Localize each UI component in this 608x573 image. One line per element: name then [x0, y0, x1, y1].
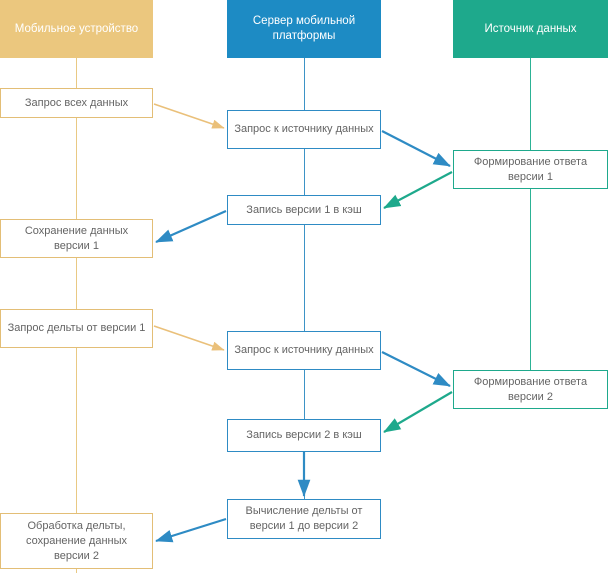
lifeline-source	[530, 58, 531, 409]
node-query-source-v1[interactable]: Запрос к источнику данных	[227, 110, 381, 149]
node-cache-write-v2[interactable]: Запись версии 2 в кэш	[227, 419, 381, 452]
edge-query-source-v1	[381, 130, 451, 167]
node-query-source-v2[interactable]: Запрос к источнику данных	[227, 331, 381, 370]
edge-request-all-data	[153, 103, 225, 129]
lane-header-mobile-label: Мобильное устройство	[14, 22, 139, 35]
lane-header-source: Источник данных	[453, 0, 608, 58]
lane-header-server-label: Сервер мобильной платформы	[252, 15, 356, 42]
node-compute-delta[interactable]: Вычисление дельты от версии 1 до версии …	[227, 499, 381, 539]
edge-cache-v1-to-device	[155, 209, 227, 244]
node-cache-write-v1[interactable]: Запись версии 1 в кэш	[227, 195, 381, 225]
edge-response-v1	[383, 171, 453, 209]
edge-response-v2	[383, 391, 453, 433]
node-label: Формирование ответа версии 2	[473, 375, 588, 403]
edge-query-source-v2	[381, 351, 451, 387]
node-save-data-v1[interactable]: Сохранение данных версии 1	[0, 219, 153, 258]
node-request-delta-from-v1[interactable]: Запрос дельты от версии 1	[0, 309, 153, 348]
lane-header-server: Сервер мобильной платформы	[227, 0, 381, 58]
node-label: Обработка дельты, сохранение данных верс…	[25, 519, 128, 562]
lane-header-source-label: Источник данных	[484, 22, 577, 35]
node-label: Сохранение данных версии 1	[24, 224, 129, 252]
node-build-response-v2[interactable]: Формирование ответа версии 2	[453, 370, 608, 409]
node-build-response-v1[interactable]: Формирование ответа версии 1	[453, 150, 608, 189]
node-process-delta-save-v2[interactable]: Обработка дельты, сохранение данных верс…	[0, 513, 153, 569]
node-label: Запрос к источнику данных	[234, 123, 374, 135]
node-label: Запрос дельты от версии 1	[7, 322, 146, 334]
node-label: Формирование ответа версии 1	[473, 155, 588, 183]
edge-delta-to-device	[155, 517, 227, 543]
node-label: Запрос всех данных	[24, 96, 129, 109]
edge-request-delta-v1	[153, 325, 225, 351]
node-label: Вычисление дельты от версии 1 до версии …	[245, 505, 363, 532]
lane-header-mobile: Мобильное устройство	[0, 0, 153, 58]
node-label: Запись версии 2 в кэш	[246, 429, 362, 441]
node-label: Запрос к источнику данных	[234, 344, 374, 356]
node-request-all-data[interactable]: Запрос всех данных	[0, 88, 153, 118]
lifeline-server	[304, 58, 305, 499]
node-label: Запись версии 1 в кэш	[246, 203, 362, 216]
